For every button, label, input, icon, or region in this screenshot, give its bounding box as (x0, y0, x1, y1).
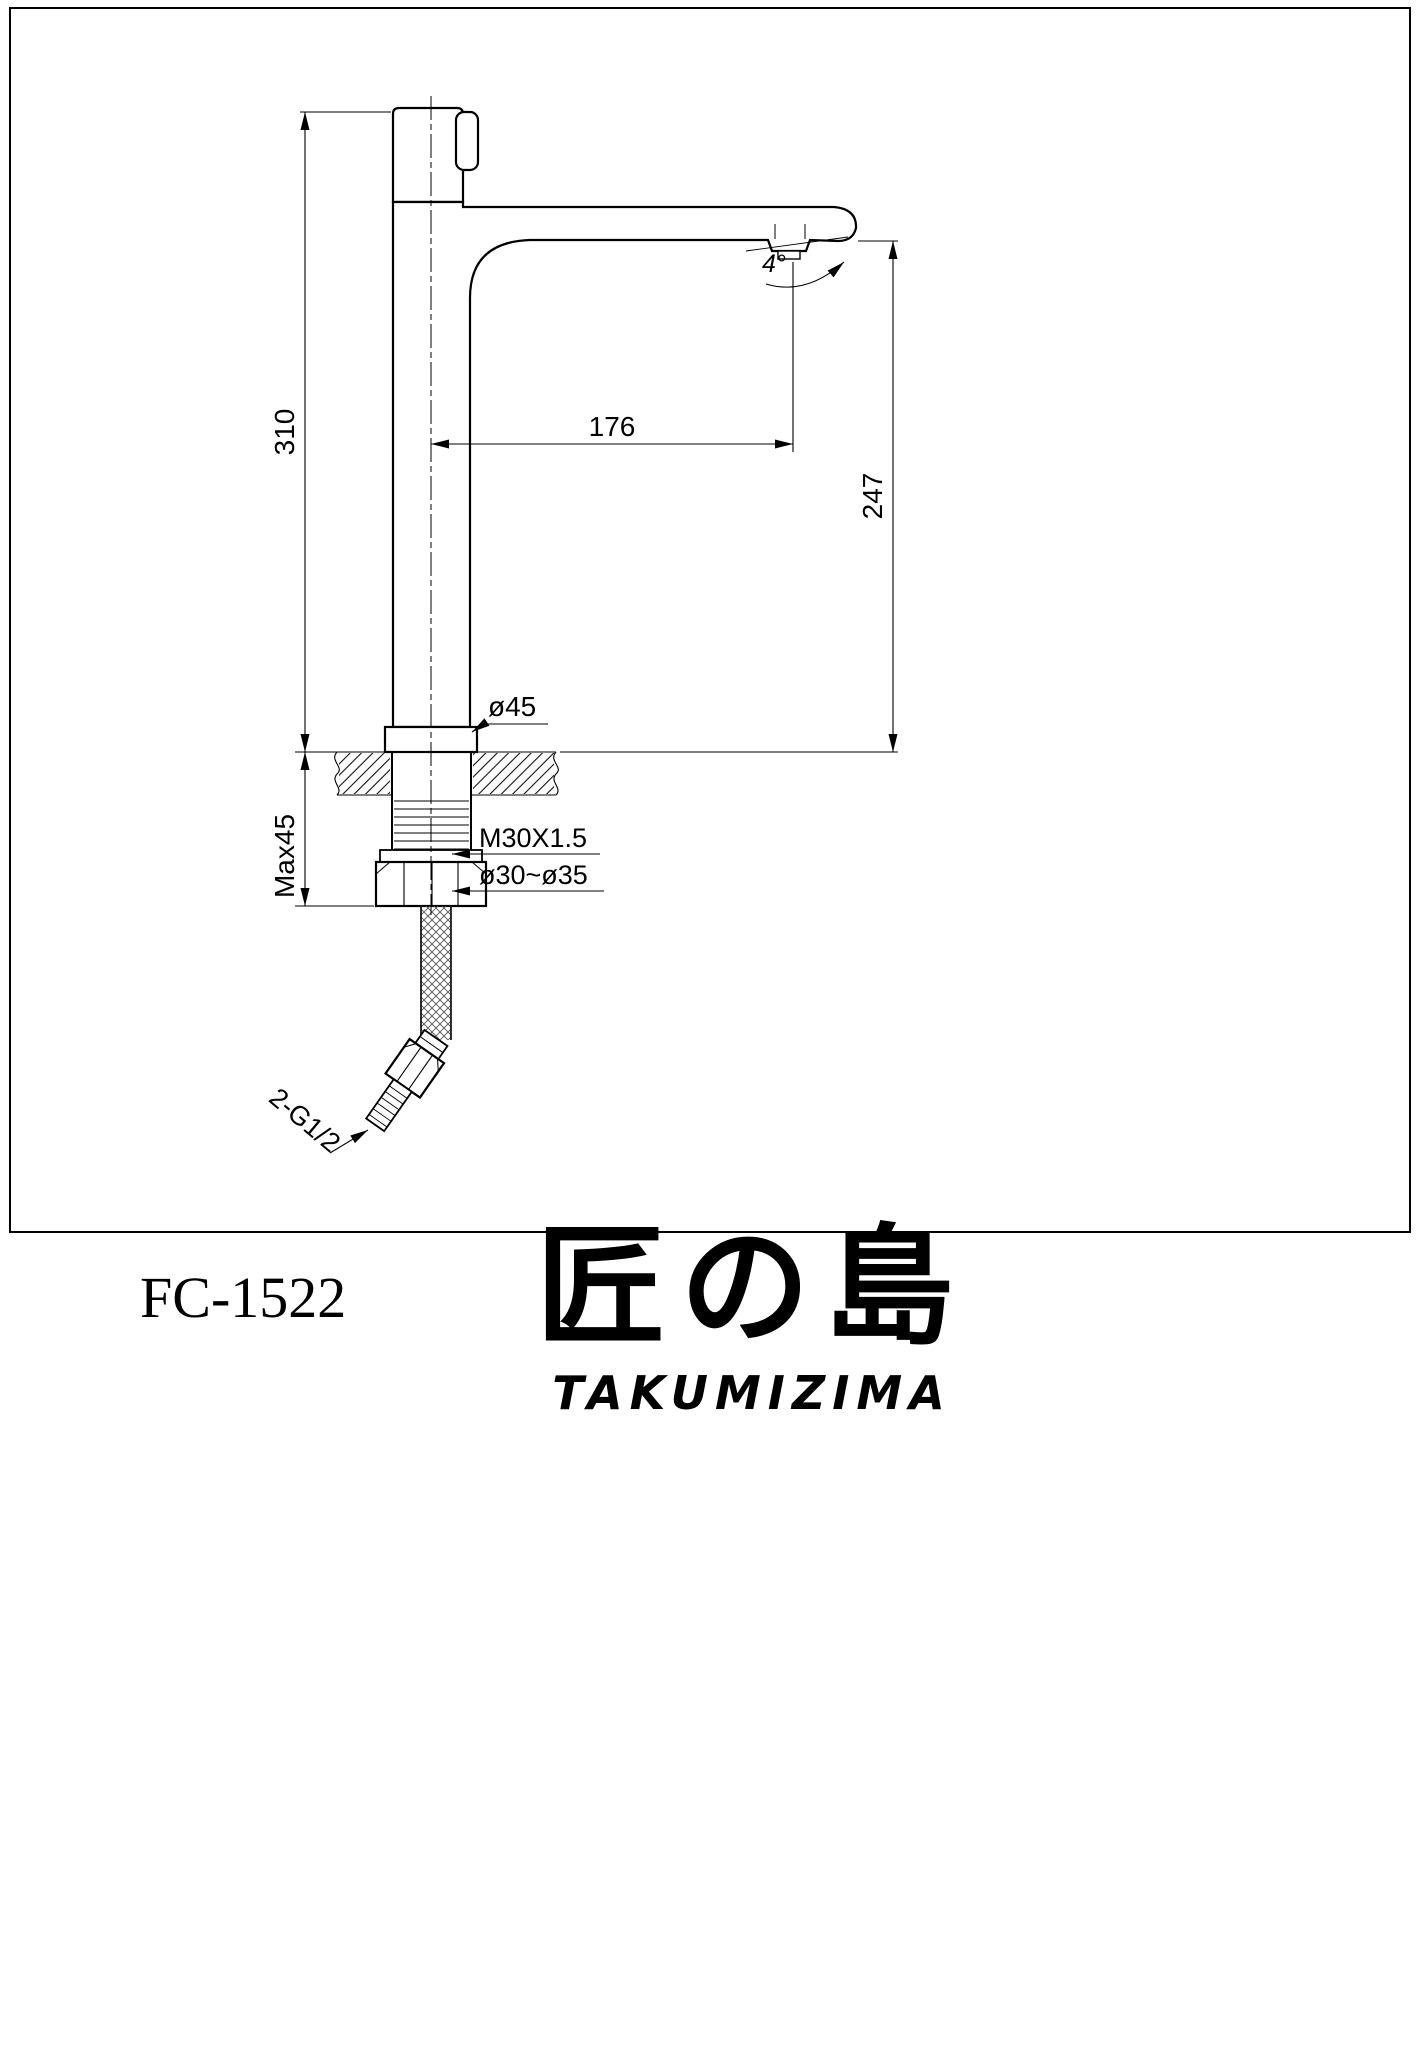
drawing-frame (9, 7, 1411, 1233)
aerator (774, 224, 806, 260)
angle-label: 4° (762, 250, 786, 278)
thread-label: M30X1.5 (479, 823, 587, 853)
model-number: FC-1522 (140, 1265, 346, 1330)
dim-height-310: 310 (269, 111, 391, 753)
dim-max45-label: Max45 (269, 814, 300, 898)
brand-logo-latin: TAKUMIZIMA (552, 1366, 952, 1420)
hole-range-label: ø30~ø35 (479, 860, 588, 890)
dim-247-label: 247 (857, 473, 888, 520)
label-inlet-thread: 2-G1/2 (264, 1082, 369, 1158)
handle-lever (454, 110, 480, 172)
faucet-outline (383, 106, 858, 754)
dim-reach-176: 176 (431, 262, 794, 452)
label-spout-angle: 4° (745, 236, 849, 288)
brand-logo-japanese: 匠の島 (536, 1210, 968, 1363)
dim-outlet-height-247: 247 (560, 240, 898, 753)
dim-max-thickness: Max45 (269, 752, 374, 907)
label-hole-range: ø30~ø35 (452, 860, 604, 896)
inlet-label: 2-G1/2 (264, 1082, 347, 1158)
dim-310-label: 310 (269, 409, 300, 456)
dim-base-diameter: ø45 (471, 691, 548, 733)
countertop-section (334, 751, 559, 796)
faucet-body-spout (391, 200, 858, 729)
dim-176-label: 176 (589, 411, 636, 442)
supply-hose (420, 906, 452, 1040)
label-thread: M30X1.5 (452, 823, 600, 859)
handle-cap (391, 106, 465, 204)
dim-dia45-label: ø45 (488, 691, 536, 722)
hose-connector (364, 1028, 449, 1133)
